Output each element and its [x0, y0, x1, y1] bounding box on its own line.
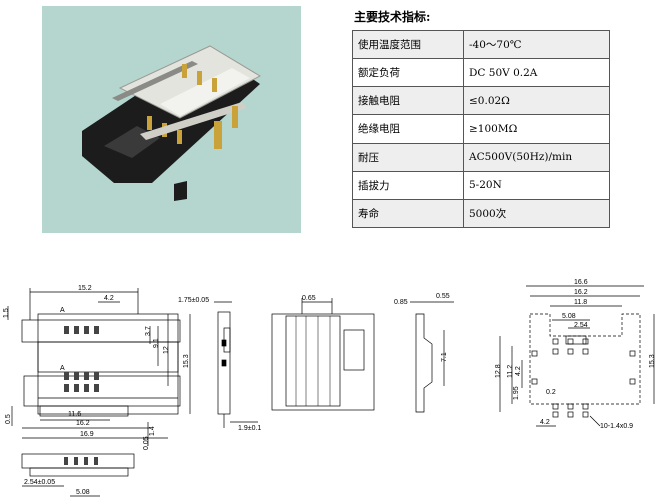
- spec-row: 使用温度范围-40～70℃: [352, 29, 610, 60]
- dim-11-8: 11.8: [574, 299, 587, 306]
- label-a-1: A: [60, 307, 65, 314]
- dim-1-5: 1.5: [3, 308, 10, 318]
- spec-label: 耐压: [352, 142, 464, 172]
- pcb-footprint: [499, 285, 655, 427]
- front-view: [7, 288, 191, 497]
- dim-5-08-b: 5.08: [562, 313, 576, 320]
- dim-2-54-b: 2.54: [574, 322, 588, 329]
- dim-7-1: 7.1: [441, 352, 448, 362]
- dim-16-2-b: 16.2: [574, 289, 588, 296]
- dim-0-05: 0.05: [143, 436, 150, 450]
- spec-label: 接触电阻: [352, 86, 464, 116]
- side-view: [214, 301, 258, 428]
- spec-value: 5-20N: [463, 170, 610, 200]
- spec-title: 主要技术指标:: [354, 10, 431, 24]
- spec-value: AC500V(50Hz)/min: [463, 142, 610, 172]
- dim-11-6: 11.6: [68, 411, 81, 418]
- spec-value: ≥100MΩ: [463, 114, 610, 144]
- dim-15-3-a: 15.3: [183, 354, 190, 368]
- product-photo: [42, 6, 301, 233]
- dim-10-1-4x0-9: 10-1.4x0.9: [600, 423, 633, 430]
- dim-1-9: 1.9±0.1: [238, 425, 261, 432]
- spec-label: 插拔力: [352, 170, 464, 200]
- dim-15-2: 15.2: [78, 285, 92, 292]
- dim-11-2: 11.2: [507, 365, 514, 378]
- dim-4-2-c: 4.2: [540, 419, 550, 426]
- dim-0-65: 0.65: [302, 295, 316, 302]
- spec-label: 额定负荷: [352, 58, 464, 88]
- dim-1-75: 1.75±0.05: [178, 297, 209, 304]
- dimension-drawing: 15.2 4.2 1.5 A A 3.7 9.1 12 15.3 0.5 11.…: [3, 279, 656, 497]
- dim-16-2-a: 16.2: [76, 420, 90, 427]
- dim-12-8: 12.8: [495, 364, 502, 378]
- dim-0-5: 0.5: [5, 414, 12, 424]
- metal-shell: [118, 45, 262, 119]
- spec-value: -40～70℃: [463, 29, 610, 60]
- gold-pins-top: [182, 64, 217, 92]
- dim-2-54-a: 2.54±0.05: [24, 479, 55, 486]
- spec-value: DC 50V 0.2A: [463, 58, 610, 88]
- dim-0-85: 0.85: [394, 299, 408, 306]
- spec-label: 绝缘电阻: [352, 114, 464, 144]
- spec-value: 5000次: [463, 198, 610, 229]
- spec-value: ≤0.02Ω: [463, 86, 610, 116]
- dim-15-3-b: 15.3: [649, 354, 656, 368]
- profile-view: [410, 301, 454, 413]
- dim-1-4: 1.4: [149, 426, 156, 436]
- spec-row: 绝缘电阻≥100MΩ: [352, 114, 610, 144]
- dim-0-55: 0.55: [436, 293, 450, 300]
- dim-16-9: 16.9: [80, 431, 94, 438]
- dim-12: 12: [163, 346, 170, 354]
- dim-3-7: 3.7: [145, 326, 152, 336]
- dim-5-08-a: 5.08: [76, 489, 90, 496]
- spec-label: 使用温度范围: [352, 29, 464, 60]
- dim-1-95: 1.95: [513, 386, 520, 400]
- section-view: [271, 298, 375, 411]
- dim-16-6: 16.6: [574, 279, 588, 286]
- label-a-2: A: [60, 365, 65, 372]
- dim-4-2-a: 4.2: [104, 295, 114, 302]
- dim-0-2: 0.2: [546, 389, 556, 396]
- spec-label: 寿命: [352, 198, 464, 229]
- dim-9-1: 9.1: [153, 338, 160, 348]
- spec-row: 接触电阻≤0.02Ω: [352, 86, 610, 116]
- dim-4-2-b: 4.2: [515, 366, 522, 376]
